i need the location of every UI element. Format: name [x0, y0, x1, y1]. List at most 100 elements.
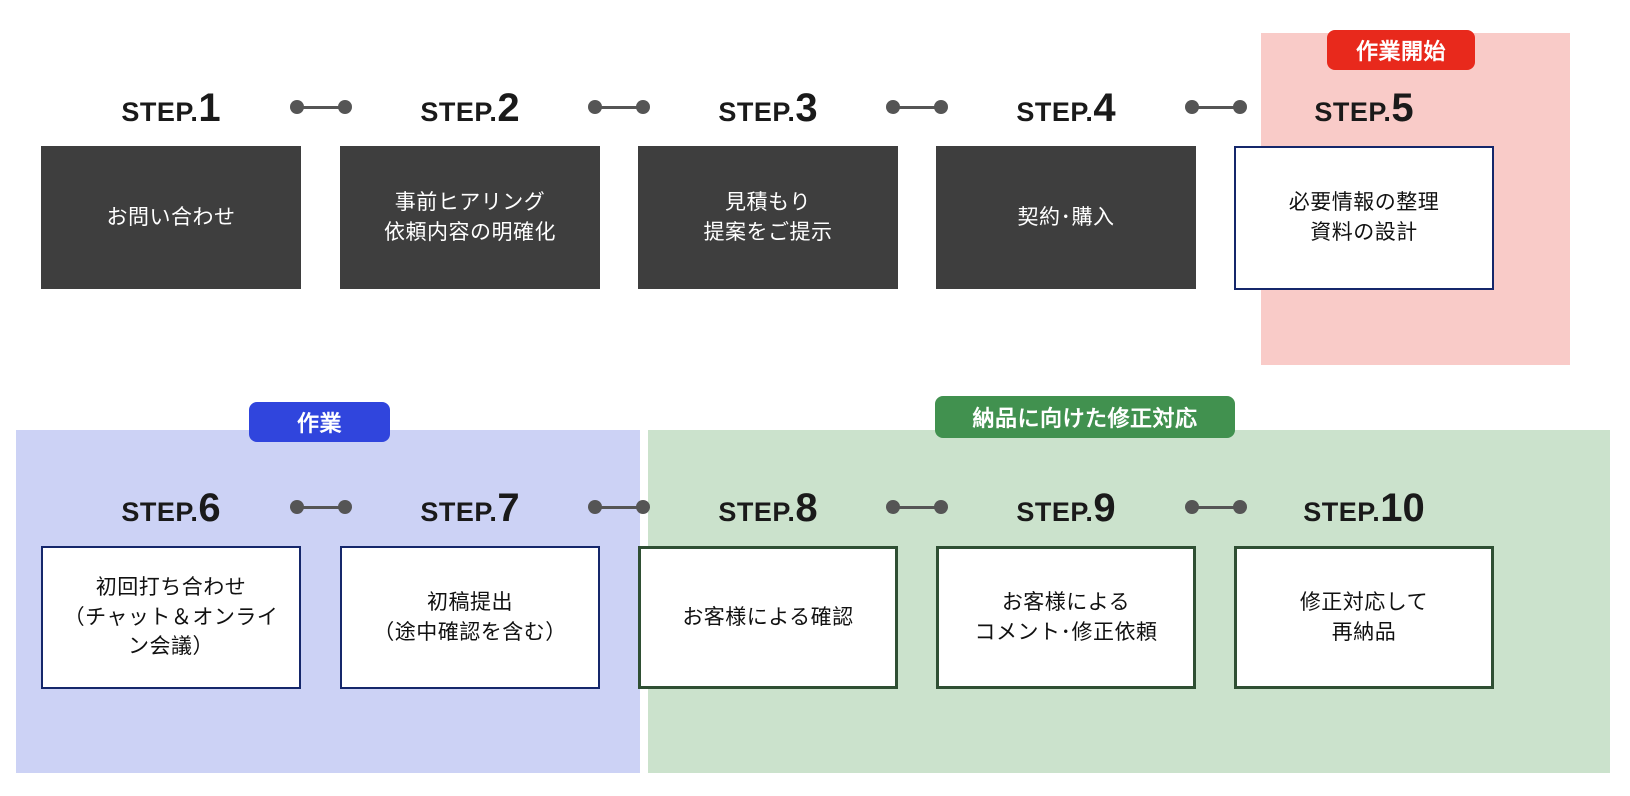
step-10-label: STEP.10	[1234, 488, 1494, 528]
step-10-box: 修正対応して 再納品	[1234, 546, 1494, 689]
step-4: STEP.4 契約･購入	[936, 88, 1196, 289]
step-8: STEP.8 お客様による確認	[638, 488, 898, 689]
connector-icon-step4-step5	[1185, 100, 1247, 114]
step-5: STEP.5 必要情報の整理 資料の設計	[1234, 88, 1494, 290]
step-5-text-line: 資料の設計	[1310, 221, 1418, 244]
connector-dot-right	[338, 100, 352, 114]
step-7-label: STEP.7	[340, 488, 600, 528]
step-10-word: STEP.	[1303, 497, 1381, 527]
step-2-label: STEP.2	[340, 88, 600, 128]
step-1: STEP.1 お問い合わせ	[41, 88, 301, 289]
step-6: STEP.6 初回打ち合わせ （チャット＆オンライ ン会議）	[41, 488, 301, 689]
step-3-text-line: 提案をご提示	[703, 220, 833, 244]
connector-bar	[594, 506, 644, 509]
step-9-text-line: コメント･修正依頼	[974, 620, 1158, 644]
connector-icon-step3-step4	[886, 100, 948, 114]
connector-bar	[594, 106, 644, 109]
connector-dot-left	[290, 500, 304, 514]
step-1-number: 1	[198, 86, 221, 130]
step-7-word: STEP.	[420, 497, 498, 527]
step-9-label: STEP.9	[936, 488, 1196, 528]
step-5-text-line: 必要情報の整理	[1288, 191, 1440, 215]
connector-icon-step2-step3	[588, 100, 650, 114]
connector-icon-step9-step10	[1185, 500, 1247, 514]
step-4-word: STEP.	[1016, 97, 1094, 127]
connector-dot-right	[934, 500, 948, 514]
step-5-number: 5	[1391, 86, 1414, 130]
connector-icon-step1-step2	[290, 100, 352, 114]
step-5-label: STEP.5	[1234, 88, 1494, 128]
connector-icon-step7-step8	[588, 500, 650, 514]
step-5-word: STEP.	[1314, 97, 1392, 127]
phase-badge-delivery: 納品に向けた修正対応	[935, 396, 1235, 438]
step-9-number: 9	[1093, 486, 1116, 530]
connector-bar	[892, 506, 942, 509]
step-6-word: STEP.	[121, 497, 199, 527]
step-7-text-line: 初稿提出	[427, 590, 513, 614]
connector-bar	[1191, 106, 1241, 109]
connector-dot-right	[636, 500, 650, 514]
step-1-label: STEP.1	[41, 88, 301, 128]
step-8-word: STEP.	[718, 497, 796, 527]
step-4-number: 4	[1093, 86, 1116, 130]
connector-bar	[296, 506, 346, 509]
step-10-text-line: 再納品	[1331, 620, 1397, 644]
step-10-text-line: 修正対応して	[1299, 590, 1429, 614]
step-10: STEP.10 修正対応して 再納品	[1234, 488, 1494, 689]
connector-dot-right	[636, 100, 650, 114]
step-6-label: STEP.6	[41, 488, 301, 528]
step-7-text-line: （途中確認を含む）	[373, 620, 567, 644]
step-6-text-line: （チャット＆オンライ	[63, 605, 279, 629]
step-3-number: 3	[795, 86, 818, 130]
step-7-number: 7	[497, 486, 520, 530]
connector-dot-left	[588, 100, 602, 114]
step-2-word: STEP.	[420, 97, 498, 127]
step-9-box: お客様による コメント･修正依頼	[936, 546, 1196, 689]
connector-dot-left	[886, 100, 900, 114]
step-3-box: 見積もり 提案をご提示	[638, 146, 898, 289]
step-6-box: 初回打ち合わせ （チャット＆オンライ ン会議）	[41, 546, 301, 689]
step-8-label: STEP.8	[638, 488, 898, 528]
connector-icon-step6-step7	[290, 500, 352, 514]
step-9: STEP.9 お客様による コメント･修正依頼	[936, 488, 1196, 689]
step-2-text-line: 事前ヒアリング	[394, 190, 546, 214]
connector-dot-left	[290, 100, 304, 114]
step-6-number: 6	[198, 486, 221, 530]
step-2-box: 事前ヒアリング 依頼内容の明確化	[340, 146, 600, 289]
step-4-label: STEP.4	[936, 88, 1196, 128]
step-3: STEP.3 見積もり 提案をご提示	[638, 88, 898, 289]
step-9-word: STEP.	[1016, 497, 1094, 527]
step-1-text-line: お問い合わせ	[106, 205, 236, 229]
step-4-text-line: 契約･購入	[1017, 205, 1115, 229]
phase-badge-prep: 作業開始	[1327, 30, 1475, 70]
connector-dot-left	[1185, 100, 1199, 114]
step-3-label: STEP.3	[638, 88, 898, 128]
step-1-box: お問い合わせ	[41, 146, 301, 289]
step-2: STEP.2 事前ヒアリング 依頼内容の明確化	[340, 88, 600, 289]
step-8-number: 8	[795, 486, 818, 530]
step-2-number: 2	[497, 86, 520, 130]
connector-dot-right	[338, 500, 352, 514]
connector-bar	[296, 106, 346, 109]
step-8-box: お客様による確認	[638, 546, 898, 689]
connector-dot-left	[1185, 500, 1199, 514]
step-8-text-line: お客様による確認	[682, 605, 854, 629]
connector-dot-right	[934, 100, 948, 114]
step-10-number: 10	[1380, 486, 1425, 530]
step-1-word: STEP.	[121, 97, 199, 127]
step-9-text-line: お客様による	[1001, 590, 1131, 614]
step-7: STEP.7 初稿提出 （途中確認を含む）	[340, 488, 600, 689]
step-5-box: 必要情報の整理 資料の設計	[1234, 146, 1494, 290]
connector-dot-left	[886, 500, 900, 514]
step-4-box: 契約･購入	[936, 146, 1196, 289]
connector-bar	[1191, 506, 1241, 509]
phase-badge-work: 作業	[249, 402, 390, 442]
step-3-word: STEP.	[718, 97, 796, 127]
connector-dot-right	[1233, 100, 1247, 114]
step-7-box: 初稿提出 （途中確認を含む）	[340, 546, 600, 689]
connector-dot-left	[588, 500, 602, 514]
step-6-text-line: ン会議）	[127, 635, 214, 659]
step-2-text-line: 依頼内容の明確化	[384, 220, 556, 244]
step-6-text-line: 初回打ち合わせ	[95, 575, 247, 599]
